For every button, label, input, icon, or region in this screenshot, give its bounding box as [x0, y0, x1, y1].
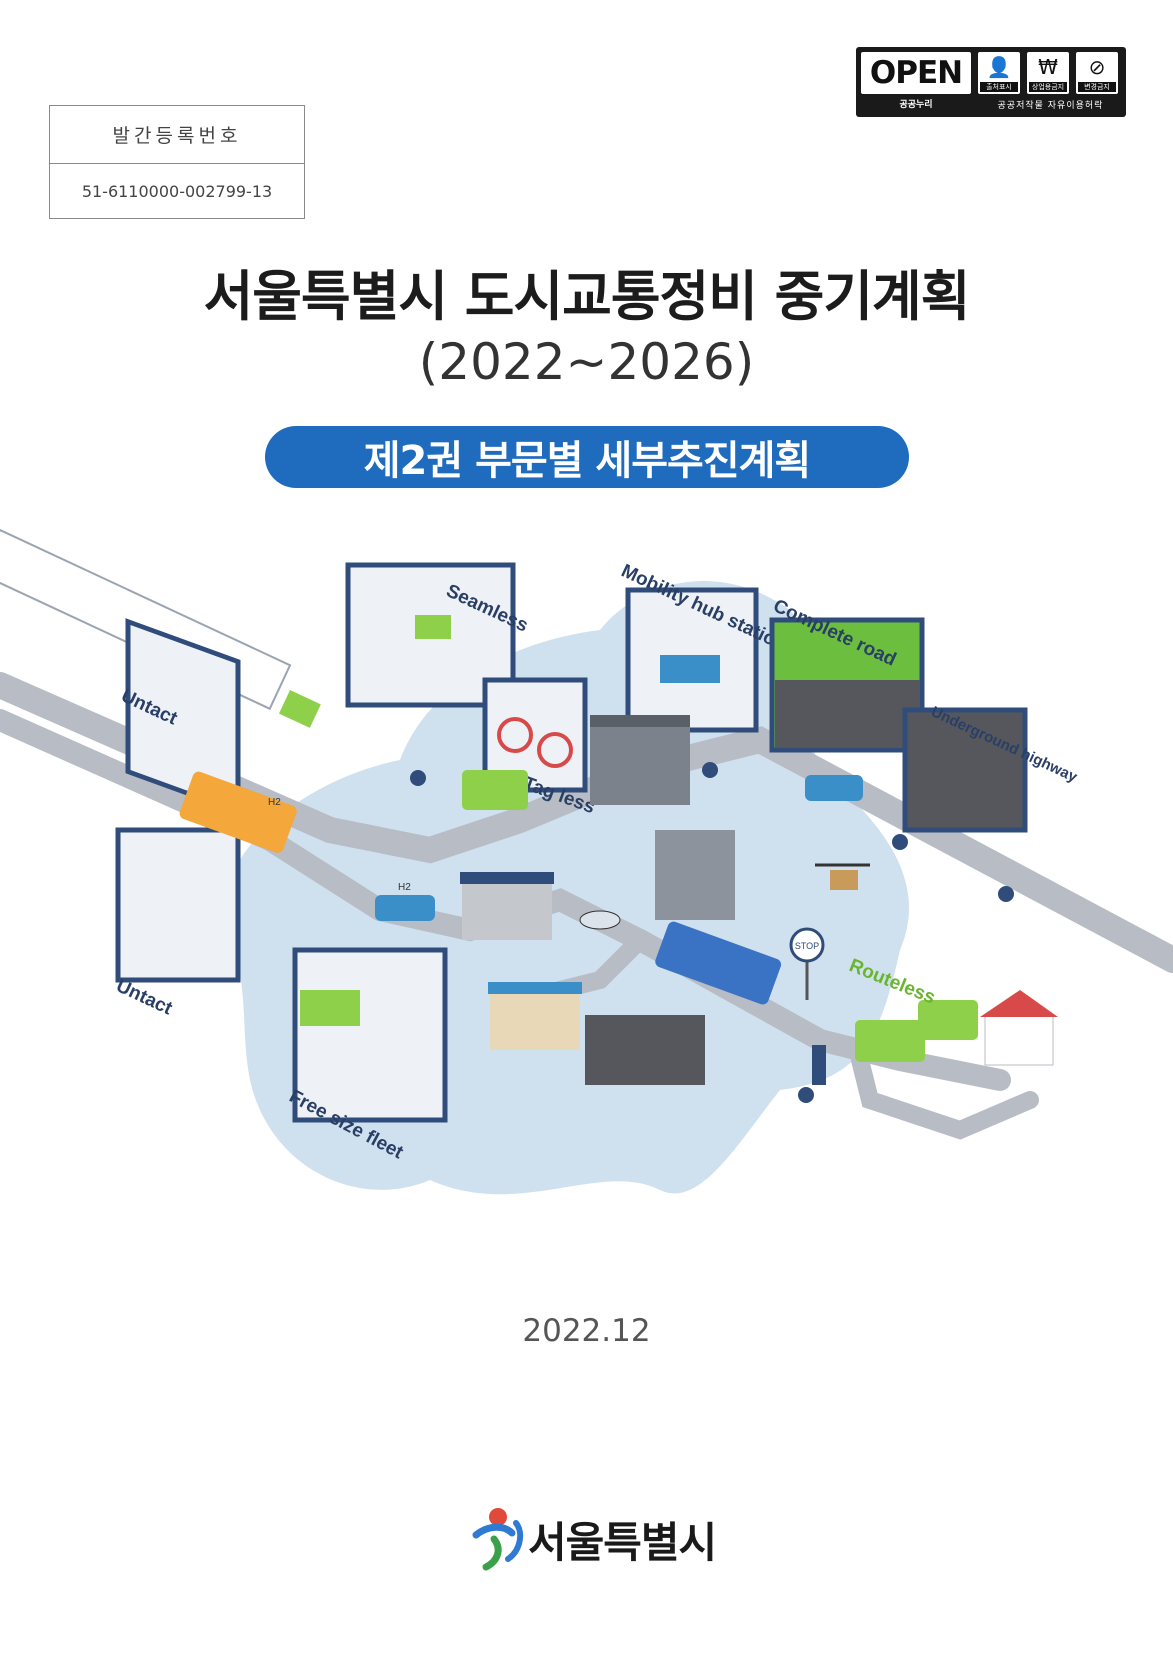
shop-1 — [460, 872, 554, 940]
stop-sign: STOP — [789, 927, 826, 1085]
transport-illustration: Untact Seamless Tag less Mobility hub st… — [0, 528, 1173, 1195]
drone-icon — [815, 863, 870, 890]
panel-untact-2: Untact — [113, 827, 241, 1020]
green-bus-3 — [918, 1000, 978, 1040]
noncommercial-icon: ₩ 상업용금지 — [1027, 52, 1069, 94]
open-logo: OPEN — [861, 52, 971, 94]
document-title: 서울특별시 도시교통정비 중기계획 — [203, 265, 971, 328]
panel-underground: Underground highway — [902, 703, 1080, 833]
no-derivatives-icon: ⊘ 변경금지 — [1076, 52, 1118, 94]
open-license-badge: OPEN 공공누리 👤 출처표시 ₩ 상업용금지 ⊘ 변경금지 공공저작물 자유… — [856, 47, 1126, 117]
green-bus-2 — [855, 1020, 925, 1062]
helicopter-icon — [579, 910, 621, 930]
seoul-emblem-icon — [472, 1508, 524, 1571]
green-bus-1 — [462, 770, 528, 810]
registration-number: 51-6110000-002799-13 — [81, 182, 273, 201]
svg-text:STOP: STOP — [795, 941, 819, 951]
underground-bus-stop — [585, 1015, 705, 1085]
svg-text:H2: H2 — [398, 882, 411, 893]
road-main — [0, 672, 1173, 973]
seoul-logo: 서울특별시 — [468, 1503, 718, 1573]
h2-bus: H2 — [179, 771, 297, 853]
open-sub-label: 공공누리 — [899, 100, 933, 110]
red-roof-house — [980, 990, 1058, 1066]
publication-date: 2022.12 — [522, 1313, 651, 1349]
building-1 — [590, 715, 690, 805]
seoul-logo-text: 서울특별시 — [528, 1518, 717, 1567]
blue-bus — [655, 921, 782, 1005]
volume-banner: 제2권 부문별 세부추진계획 — [265, 426, 909, 488]
document-period: (2022~2026) — [418, 333, 755, 391]
svg-text:H2: H2 — [268, 797, 281, 808]
registration-box: 발간등록번호 51-6110000-002799-13 — [49, 105, 305, 219]
registration-label: 발간등록번호 — [50, 106, 304, 164]
building-2 — [655, 830, 735, 920]
shop-2 — [488, 982, 582, 1050]
panel-free-size-fleet: Free size fleet — [286, 947, 448, 1164]
blue-car — [805, 775, 863, 801]
attribution-icon: 👤 출처표시 — [978, 52, 1020, 94]
panel-complete-road: Complete road — [769, 595, 925, 753]
road-branch-2 — [851, 1051, 1039, 1140]
train-head — [279, 690, 321, 728]
panel-untact-1: Untact — [118, 618, 241, 816]
license-sub-label: 공공저작물 자유이용허락 — [997, 101, 1104, 111]
h2-car: H2 — [375, 882, 435, 921]
